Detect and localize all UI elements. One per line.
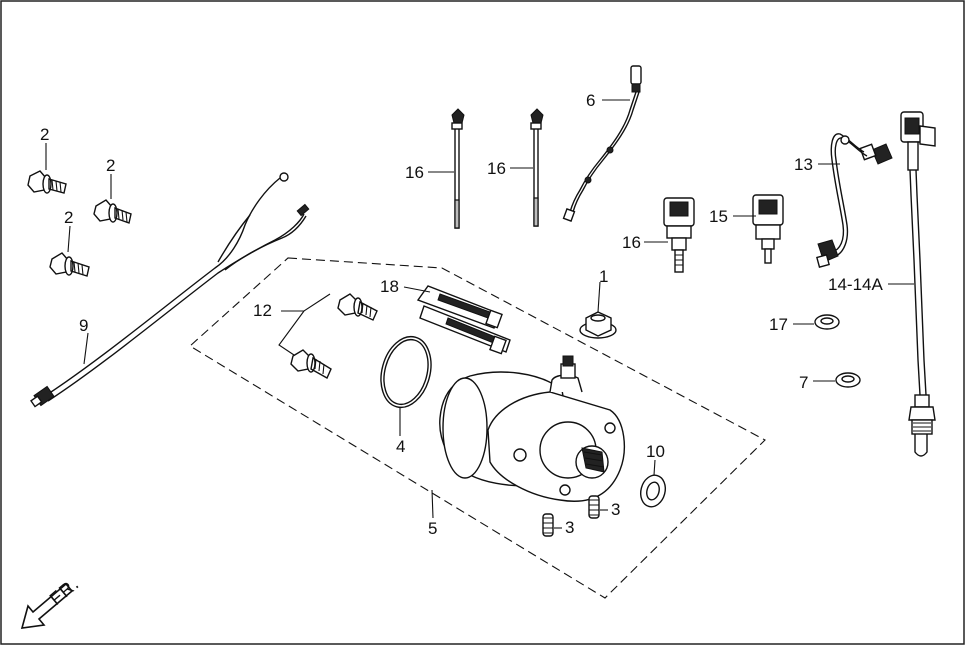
label-part-10: 10 (646, 442, 665, 461)
label-part-16c: 16 (622, 233, 641, 252)
bolt-part-2-c (49, 252, 90, 277)
label-part-3b: 3 (565, 518, 574, 537)
starter-assembly-boundary (189, 257, 766, 599)
temp-sensor-part-16-c (663, 197, 695, 273)
sensor-cable-part-6 (562, 65, 642, 222)
starter-motor-part-5 (439, 355, 625, 502)
label-part-15: 15 (709, 207, 728, 226)
label-part-13: 13 (794, 155, 813, 174)
spring-part-3-a (588, 495, 600, 519)
label-part-12: 12 (253, 301, 272, 320)
oxygen-sensor-part-14 (900, 111, 936, 457)
brush-holder-part-18 (416, 285, 511, 355)
leader-5 (431, 489, 434, 519)
leader-1 (597, 281, 601, 313)
label-part-1: 1 (599, 267, 608, 286)
label-part-9: 9 (79, 316, 88, 335)
label-part-4: 4 (396, 437, 405, 456)
bolt-part-2-b (93, 199, 132, 224)
label-part-5: 5 (428, 519, 437, 538)
label-part-18: 18 (380, 277, 399, 296)
spring-part-3-b (542, 513, 554, 537)
leader-10 (653, 459, 656, 476)
front-direction-arrow-icon (20, 582, 74, 629)
leader-9 (83, 332, 89, 365)
sensor-rod-part-16-a (451, 108, 465, 229)
sensor-part-15 (752, 194, 784, 264)
leader-2c (67, 225, 71, 253)
bolt-part-2-a (27, 170, 67, 194)
label-part-2a: 2 (40, 125, 49, 144)
wire-harness-part-9 (30, 172, 310, 408)
washer-part-17 (814, 314, 840, 330)
leader-12 (278, 293, 331, 356)
bolt-part-12-b (290, 349, 332, 379)
washer-part-10 (639, 474, 667, 508)
label-part-7: 7 (799, 373, 808, 392)
sensor-rod-part-16-b (530, 108, 544, 227)
label-part-3a: 3 (611, 500, 620, 519)
bolt-part-12-a (337, 293, 378, 321)
label-part-16b: 16 (487, 159, 506, 178)
leader-18 (403, 286, 431, 293)
wiring-part-13 (816, 133, 893, 268)
label-part-2c: 2 (64, 208, 73, 227)
label-part-6: 6 (586, 91, 595, 110)
label-part-17: 17 (769, 315, 788, 334)
o-ring-part-4 (380, 335, 432, 409)
label-part-2b: 2 (106, 156, 115, 175)
label-part-14-14a: 14-14A (828, 275, 883, 294)
washer-part-7 (835, 372, 861, 388)
label-part-16a: 16 (405, 163, 424, 182)
nut-part-1 (579, 311, 617, 339)
